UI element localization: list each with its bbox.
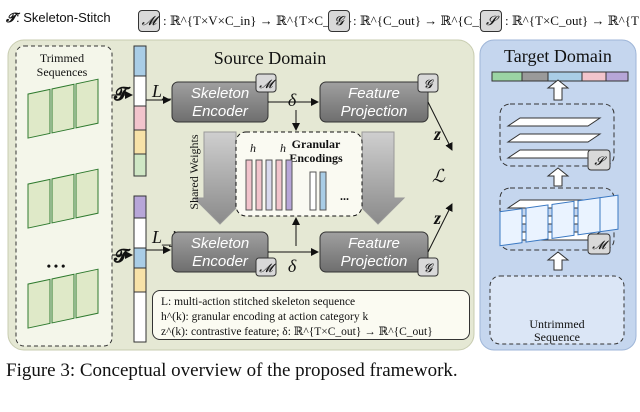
encoder-bottom-line2: Encoder: [192, 253, 249, 270]
legend-projection: 𝓖: ℝ^{C_out} → ℝ^{C_prj}: [328, 10, 500, 32]
untrimmed-sequence-box: [489, 275, 625, 345]
g-badge-top: [417, 73, 439, 93]
notation-box: L: multi-action stitched skeleton sequen…: [152, 290, 470, 340]
segmentation-block: [499, 103, 615, 167]
svg-text:𝓖: 𝓖: [424, 261, 435, 275]
stitch-symbol-bottom: 𝓣: [113, 246, 131, 266]
m-badge: 𝓜: [138, 10, 160, 32]
shared-weights-left: Shared Weights: [187, 131, 248, 225]
projection-top-line1: Feature: [348, 85, 400, 102]
target-output-bar: [491, 71, 629, 82]
svg-text:𝓜: 𝓜: [259, 261, 276, 275]
projection-top-line2: Projection: [341, 103, 408, 120]
m-badge-top: [255, 73, 277, 93]
note-line-3: z^(k): contrastive feature; δ: ℝ^{T×C_ou…: [161, 326, 433, 338]
skeleton-stack-1: [27, 78, 99, 139]
legend-encoder: 𝓜: ℝ^{T×V×C_in} → ℝ^{T×C_out}: [138, 10, 352, 32]
svg-text:𝓖: 𝓖: [424, 77, 435, 91]
projection-bottom-line2: Projection: [341, 253, 408, 270]
projection-bottom-line1: Feature: [348, 235, 400, 252]
encoder-top-line2: Encoder: [192, 103, 249, 120]
framework-diagram: Source Domain Trimmed Sequences • • • 𝓣 …: [7, 39, 637, 351]
encoder-top-line1: Skeleton: [191, 85, 249, 102]
svg-text:𝓜: 𝓜: [259, 77, 276, 91]
s-badge-target: [587, 149, 611, 171]
granular-bars: ...: [245, 159, 349, 211]
source-domain-title: Source Domain: [214, 48, 326, 68]
label-zj: z: [433, 208, 441, 228]
label-lj: L_j: [151, 227, 176, 247]
svg-text:Shared Weights: Shared Weights: [187, 134, 201, 209]
svg-text:𝓜: 𝓜: [592, 238, 609, 252]
note-line-2: h^(k): granular encoding at action categ…: [161, 311, 369, 323]
legend-bar: 𝓣: Skeleton-Stitch 𝓜: ℝ^{T×V×C_in} → ℝ^{…: [4, 4, 640, 34]
legend-stitch: 𝓣: Skeleton-Stitch: [6, 10, 111, 25]
trimmed-label-1: Trimmed: [40, 51, 84, 65]
label-loss: ℒ: [432, 166, 446, 186]
label-hj: h: [280, 141, 286, 155]
target-domain-title: Target Domain: [504, 46, 612, 66]
trimmed-label-2: Sequences: [37, 65, 88, 79]
s-badge: 𝓢: [480, 10, 502, 32]
svg-text:...: ...: [340, 189, 349, 203]
stitch-symbol-top: 𝓣: [113, 84, 131, 104]
delta-top: δ: [288, 90, 297, 110]
g-badge: 𝓖: [328, 10, 350, 32]
m-badge-bottom: [255, 257, 277, 277]
delta-bottom: δ: [288, 256, 297, 276]
figure-caption: Figure 3: Conceptual overview of the pro…: [6, 360, 458, 381]
g-badge-bottom: [417, 257, 439, 277]
granular-line1: Granular: [292, 137, 341, 151]
legend-segmentation: 𝓢: ℝ^{T×C_out} → ℝ^{T×K}: [480, 10, 640, 32]
untrimmed-line1: Untrimmed: [529, 317, 584, 331]
ellipsis-dots: • • •: [47, 259, 66, 273]
stitched-sequence-bottom: [133, 195, 147, 343]
encoder-bottom-line1: Skeleton: [191, 235, 249, 252]
label-zi: z: [433, 124, 441, 144]
label-hi: h: [250, 141, 256, 155]
m-badge-target: [587, 233, 611, 255]
untrimmed-line2: Sequence: [534, 330, 580, 344]
note-line-1: L: multi-action stitched skeleton sequen…: [161, 296, 356, 308]
skeleton-stack-2: [27, 168, 99, 229]
granular-line2: Encodings: [289, 151, 343, 165]
stitched-sequence-top: [133, 45, 147, 177]
skeleton-stack-3: [27, 268, 99, 329]
